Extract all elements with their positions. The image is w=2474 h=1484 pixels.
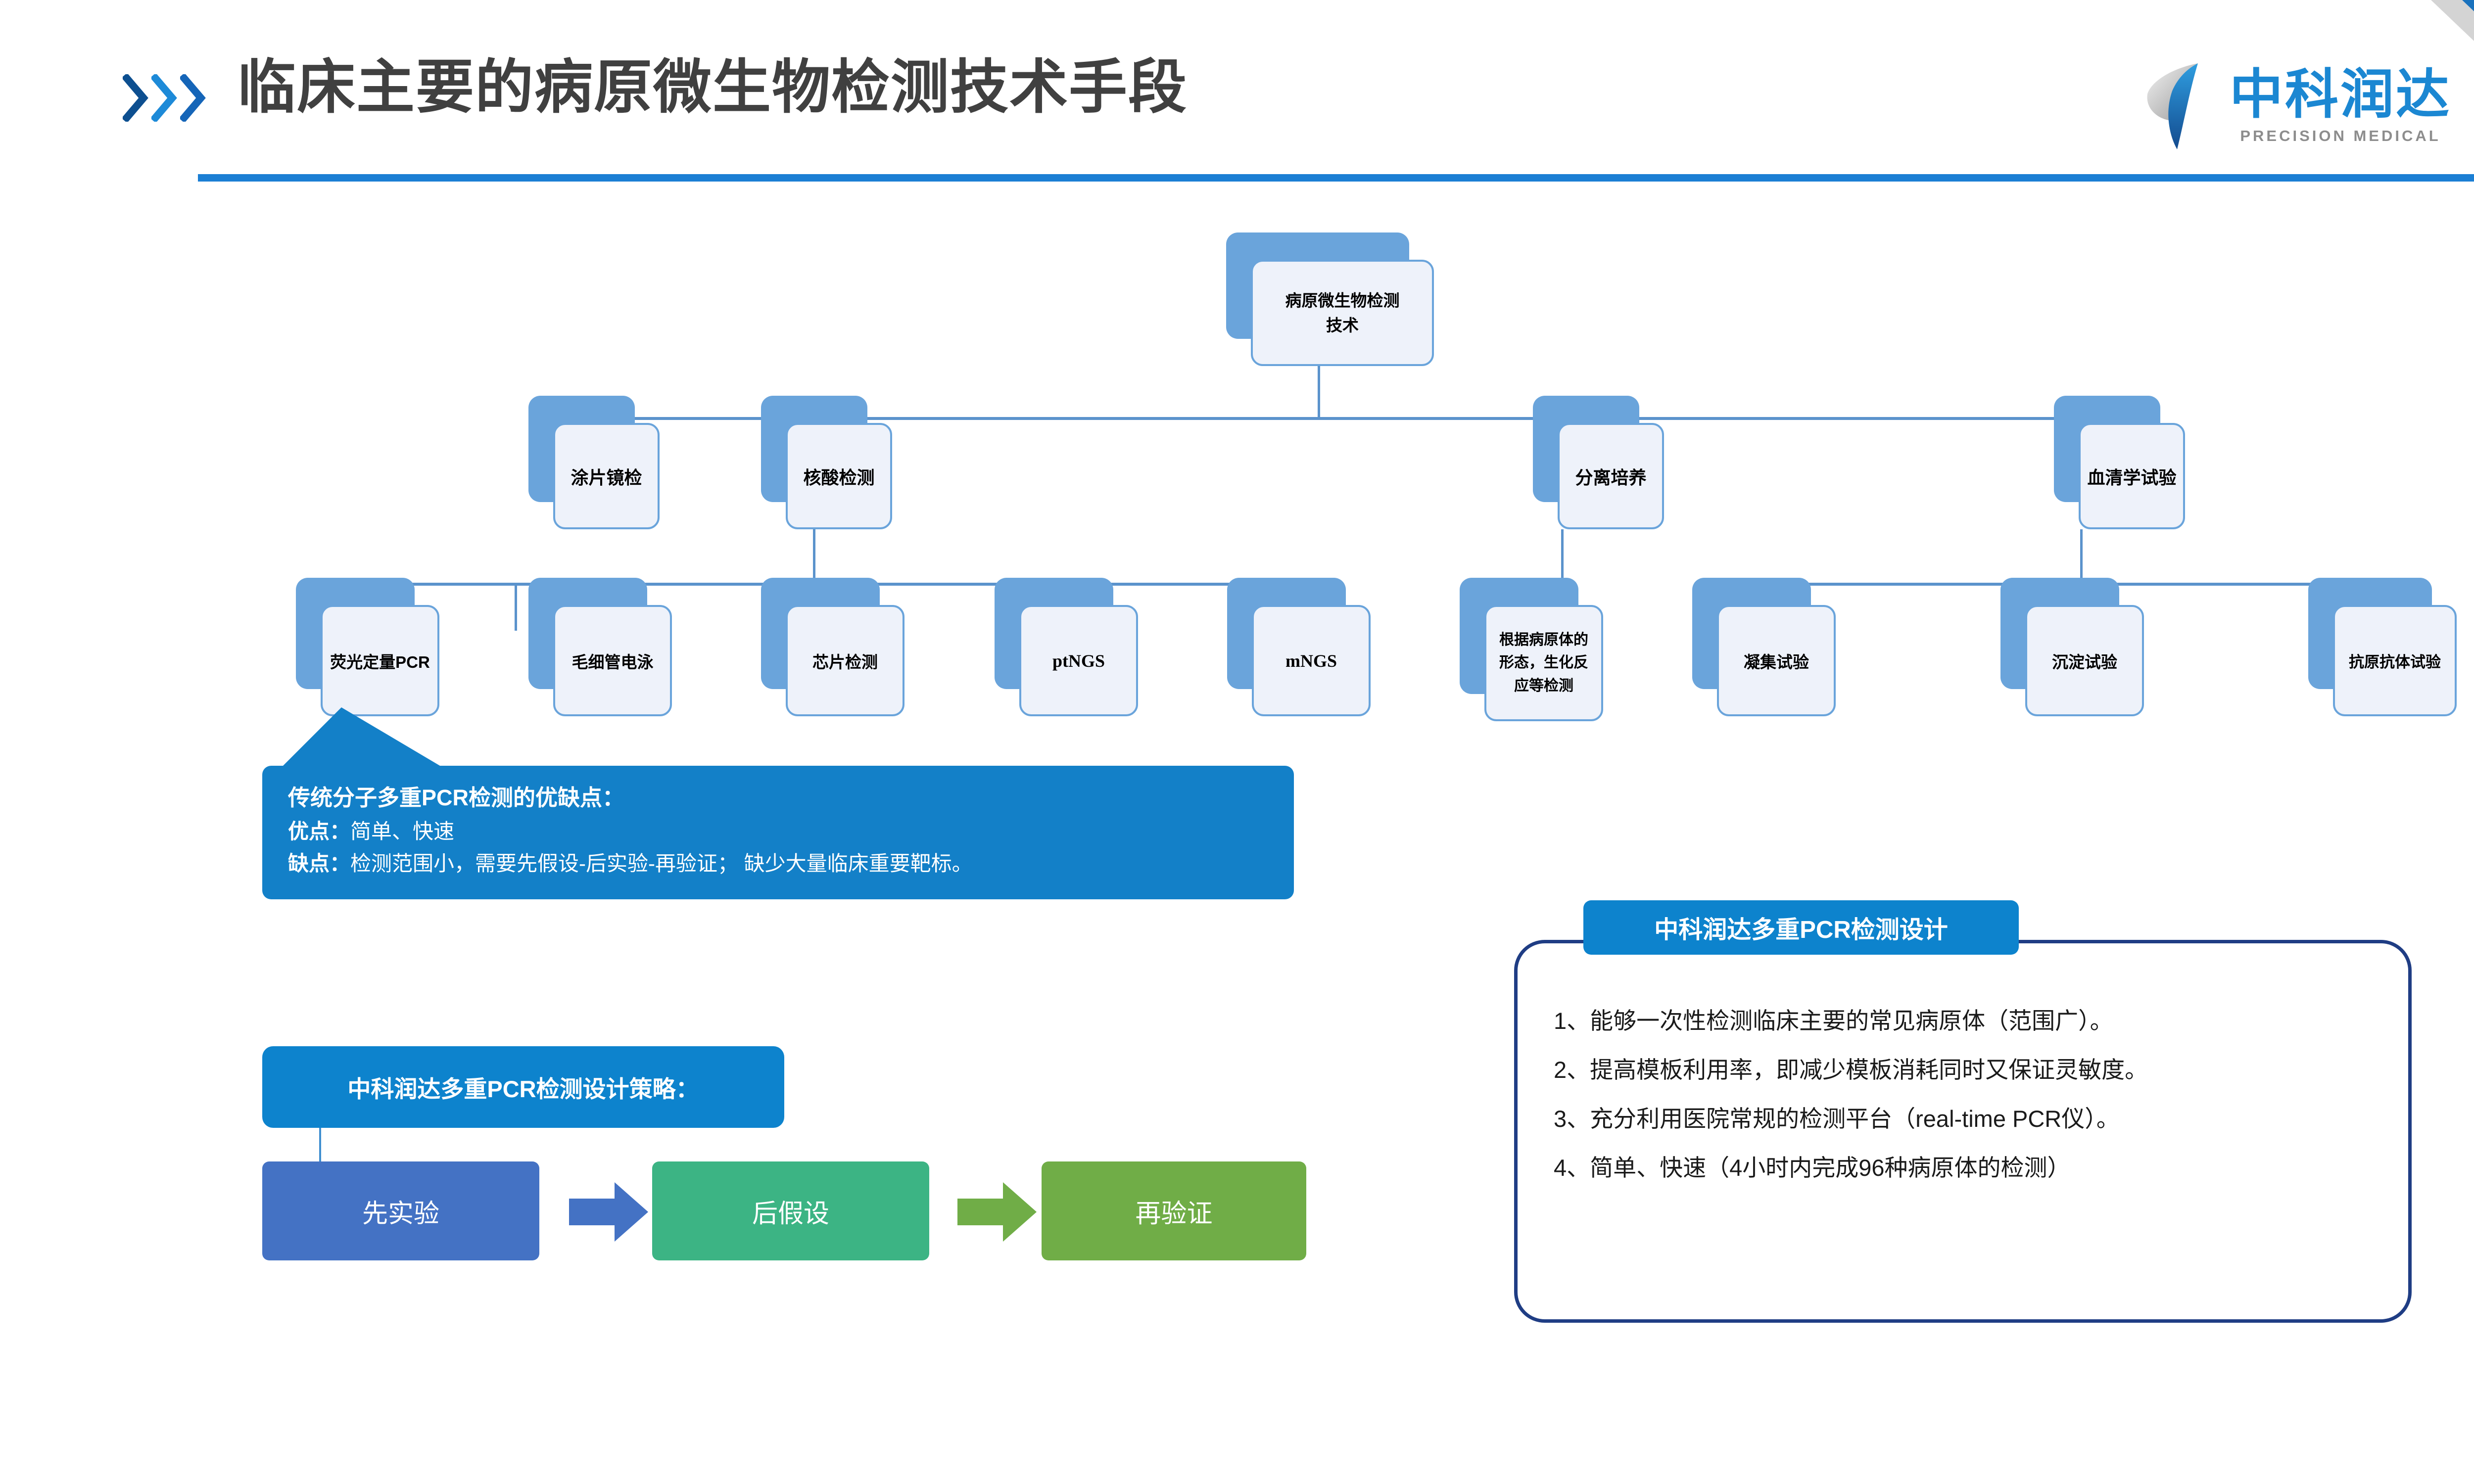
node-card: 凝集试验 <box>1717 605 1836 716</box>
flow-node-label: 涂片镜检 <box>571 467 642 488</box>
node-card: mNGS <box>1252 605 1371 716</box>
double-chevron-right-icon <box>123 74 206 122</box>
node-card: 根据病原体的 形态，生化反 应等检测 <box>1484 605 1603 721</box>
flow-node-label: 毛细管电泳 <box>571 652 654 671</box>
connector-root-down <box>1318 366 1320 418</box>
strategy-step-3-label: 再验证 <box>1135 1199 1213 1228</box>
strategy-badge-label: 中科润达多重PCR检测设计策略： <box>347 1076 699 1102</box>
flow-node-凝集试验[interactable]: 凝集试验 <box>1692 578 1836 716</box>
callout-cons-label: 缺点： <box>288 851 351 875</box>
flow-node-沉淀试验[interactable]: 沉淀试验 <box>2000 578 2144 716</box>
node-card: 病原微生物检测技术 <box>1251 260 1434 366</box>
flow-node-label: 分离培养 <box>1575 467 1647 488</box>
callout-cons: 缺点：检测范围小，需要先假设-后实验-再验证； 缺少大量临床重要靶标。 <box>288 847 1284 880</box>
callout-body: 传统分子多重PCR检测的优缺点： 优点：简单、快速 缺点：检测范围小，需要先假设… <box>288 781 1284 880</box>
node-card: 芯片检测 <box>786 605 904 716</box>
design-item: 3、充分利用医院常规的检测平台（real-time PCR仪）。 <box>1554 1106 2120 1132</box>
callout-pros-text: 简单、快速 <box>350 819 455 843</box>
node-card: 抗原抗体试验 <box>2333 605 2457 716</box>
design-item: 1、能够一次性检测临床主要的常见病原体（范围广）。 <box>1554 1008 2113 1034</box>
logo-chinese-name: 中科润达 <box>2230 64 2452 124</box>
node-card: 沉淀试验 <box>2025 605 2144 716</box>
flow-node-ptNGS[interactable]: ptNGS <box>995 578 1138 716</box>
flow-node-root-label: 病原微生物检测技术 <box>1285 291 1400 334</box>
corner-decoration <box>2431 0 2474 198</box>
node-card: 荧光定量PCR <box>321 605 439 716</box>
callout-cons-text: 检测范围小，需要先假设-后实验-再验证； 缺少大量临床重要靶标。 <box>350 851 973 875</box>
page-title: 临床主要的病原微生物检测技术手段 <box>238 55 1188 120</box>
strategy-arrow-1-icon <box>569 1182 648 1242</box>
flow-node-label: 核酸检测 <box>803 467 875 488</box>
callout-title: 传统分子多重PCR检测的优缺点： <box>288 785 625 810</box>
flow-node-label: 抗原抗体试验 <box>2349 653 2441 671</box>
design-item: 4、简单、快速（4小时内完成96种病原体的检测） <box>1554 1155 2071 1181</box>
strategy-step-3[interactable]: 再验证 <box>1042 1161 1306 1260</box>
flow-node-root[interactable]: 病原微生物检测技术 <box>1226 232 1434 366</box>
flow-node-mNGS[interactable]: mNGS <box>1227 578 1371 716</box>
design-item-list: 1、能够一次性检测临床主要的常见病原体（范围广）。 2、提高模板利用率，即减少模… <box>1554 1009 2395 1205</box>
node-card: ptNGS <box>1019 605 1138 716</box>
strategy-arrow-2-icon <box>957 1182 1037 1242</box>
corner-blue-triangle <box>2462 0 2474 168</box>
title-underline <box>198 174 2474 182</box>
node-card: 分离培养 <box>1558 423 1664 529</box>
company-logo-mark-icon <box>2147 63 2198 149</box>
design-item: 2、提高模板利用率，即减少模板消耗同时又保证灵敏度。 <box>1554 1057 2148 1083</box>
node-card: 毛细管电泳 <box>553 605 672 716</box>
flow-node-label: ptNGS <box>1052 650 1105 671</box>
flow-node-芯片检测[interactable]: 芯片检测 <box>761 578 904 716</box>
flow-node-label: 芯片检测 <box>812 652 878 671</box>
node-card: 核酸检测 <box>786 423 892 529</box>
flow-node-抗原抗体试验[interactable]: 抗原抗体试验 <box>2308 578 2457 716</box>
flow-node-血清学试验[interactable]: 血清学试验 <box>2054 396 2185 529</box>
connector-down-血清学试验 <box>2080 529 2083 584</box>
flow-node-label: 荧光定量PCR <box>330 652 430 671</box>
strategy-step-2[interactable]: 后假设 <box>652 1161 929 1260</box>
flow-node-label: 凝集试验 <box>1744 652 1809 671</box>
connector-level2-bar <box>554 417 2082 420</box>
callout-pros-label: 优点： <box>288 819 351 843</box>
flow-node-label: 血清学试验 <box>2087 467 2177 488</box>
traditional-pcr-callout: 传统分子多重PCR检测的优缺点： 优点：简单、快速 缺点：检测范围小，需要先假设… <box>262 766 1294 899</box>
flow-node-分离培养[interactable]: 分离培养 <box>1533 396 1664 529</box>
design-badge: 中科润达多重PCR检测设计 <box>1583 900 2019 955</box>
strategy-step-2-label: 后假设 <box>752 1199 829 1228</box>
node-card: 血清学试验 <box>2079 423 2185 529</box>
flow-node-形态生化检测[interactable]: 根据病原体的 形态，生化反 应等检测 <box>1460 578 1603 721</box>
strategy-badge: 中科润达多重PCR检测设计策略： <box>262 1046 784 1128</box>
design-badge-label: 中科润达多重PCR检测设计 <box>1654 916 1948 943</box>
callout-pros: 优点：简单、快速 <box>288 815 1284 847</box>
flow-node-label: mNGS <box>1285 650 1337 671</box>
strategy-step-1-label: 先实验 <box>362 1199 439 1228</box>
company-logo: 中科润达 PRECISION MEDICAL <box>2142 59 2451 153</box>
logo-english-name: PRECISION MEDICAL <box>2240 127 2441 144</box>
flow-node-毛细管电泳[interactable]: 毛细管电泳 <box>528 578 672 716</box>
flow-node-荧光定量PCR[interactable]: 荧光定量PCR <box>296 578 439 716</box>
strategy-step-1[interactable]: 先实验 <box>262 1161 539 1260</box>
flow-node-label: 沉淀试验 <box>2052 652 2117 671</box>
flow-node-涂片镜检[interactable]: 涂片镜检 <box>528 396 660 529</box>
design-panel <box>1514 940 2412 1323</box>
node-card: 涂片镜检 <box>553 423 660 529</box>
connector-down-核酸检测 <box>813 529 815 584</box>
flow-node-label: 根据病原体的 形态，生化反 应等检测 <box>1499 631 1588 694</box>
connector-drop-l3-2 <box>515 583 517 631</box>
flow-node-核酸检测[interactable]: 核酸检测 <box>761 396 892 529</box>
